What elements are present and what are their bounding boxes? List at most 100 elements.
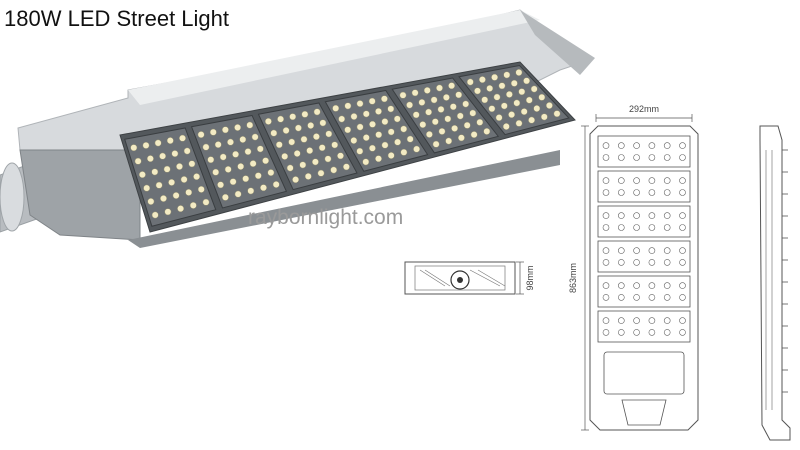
led-chip — [463, 121, 471, 129]
led-outline — [663, 212, 671, 219]
led-chip — [418, 98, 426, 106]
led-outline — [617, 294, 625, 301]
led-chip — [362, 134, 370, 142]
led-chip — [469, 109, 477, 117]
led-outline — [633, 154, 640, 161]
led-chip — [430, 96, 438, 104]
led-chip — [256, 145, 264, 153]
led-chip — [311, 158, 319, 166]
led-outline — [617, 177, 625, 184]
led-chip — [142, 141, 150, 149]
led-outline — [648, 259, 656, 266]
led-chip — [202, 143, 210, 151]
led-chip — [431, 118, 439, 126]
led-chip — [406, 101, 414, 109]
led-chip — [267, 169, 275, 177]
led-outline — [602, 259, 610, 266]
led-chip — [502, 123, 510, 130]
led-chip — [146, 155, 154, 163]
led-chip — [381, 141, 389, 149]
led-chip — [331, 141, 339, 149]
led-chip — [168, 178, 176, 186]
led-chip — [325, 130, 333, 138]
led-chip — [462, 100, 470, 108]
led-chip — [264, 117, 272, 125]
led-chip — [207, 156, 215, 164]
led-chip — [179, 134, 186, 142]
led-outline — [602, 177, 610, 184]
led-chip — [369, 120, 376, 128]
led-chip — [224, 165, 232, 173]
led-chip — [478, 76, 486, 84]
led-chip — [493, 93, 501, 101]
led-chip — [214, 141, 222, 149]
led-chip — [209, 128, 217, 136]
led-chip — [515, 69, 523, 76]
led-outline — [679, 189, 686, 196]
led-chip — [362, 110, 370, 118]
led-chip — [444, 115, 452, 123]
led-outline — [633, 247, 640, 254]
led-outline — [617, 317, 625, 324]
led-outline — [679, 224, 686, 231]
led-chip — [177, 205, 185, 213]
led-panel — [119, 61, 576, 233]
led-chip — [545, 102, 553, 109]
led-outline — [648, 212, 656, 219]
led-outline — [602, 282, 610, 289]
led-chip — [293, 150, 301, 157]
led-chip — [553, 110, 561, 118]
led-outline — [663, 154, 671, 161]
led-outline — [617, 282, 625, 289]
led-chip — [163, 165, 171, 173]
module-outline — [597, 205, 691, 238]
led-chip — [147, 198, 155, 205]
led-chip — [317, 169, 325, 177]
led-chip — [411, 89, 419, 97]
led-outline — [679, 154, 686, 161]
led-chip — [272, 181, 280, 188]
led-chip — [356, 147, 364, 155]
led-outline — [633, 212, 640, 219]
led-outline — [617, 224, 625, 231]
led-outline — [633, 142, 640, 149]
led-chip — [282, 127, 290, 134]
led-outline — [617, 329, 625, 336]
led-chip — [380, 95, 388, 103]
led-chip — [518, 88, 526, 96]
led-outline — [602, 154, 610, 161]
led-outline — [663, 142, 671, 149]
led-outline — [648, 224, 656, 231]
led-chip — [538, 93, 546, 101]
led-chip — [491, 73, 499, 81]
led-chip — [387, 152, 395, 159]
led-chip — [436, 84, 443, 92]
led-chip — [513, 99, 521, 107]
led-chip — [221, 193, 229, 201]
led-chip — [217, 181, 225, 189]
led-chip — [442, 93, 450, 101]
led-chip — [445, 137, 453, 145]
module-outline — [597, 310, 691, 343]
led-chip — [260, 184, 267, 192]
led-chip — [188, 160, 196, 168]
led-outline — [602, 224, 610, 231]
led-chip — [300, 135, 308, 143]
led-chip — [356, 100, 364, 108]
led-chip — [423, 86, 431, 94]
led-chip — [229, 178, 237, 186]
led-outline — [663, 247, 671, 254]
led-chip — [470, 131, 478, 139]
led-chip — [219, 153, 227, 161]
led-outline — [648, 282, 656, 289]
led-chip — [387, 128, 395, 136]
led-chip — [249, 160, 257, 168]
led-outline — [602, 329, 610, 336]
led-chip — [338, 115, 346, 123]
led-chip — [254, 172, 262, 180]
led-chip — [505, 90, 513, 98]
led-chip — [406, 135, 414, 143]
led-chip — [448, 82, 456, 90]
led-chip — [438, 127, 446, 135]
led-outline — [633, 177, 640, 184]
